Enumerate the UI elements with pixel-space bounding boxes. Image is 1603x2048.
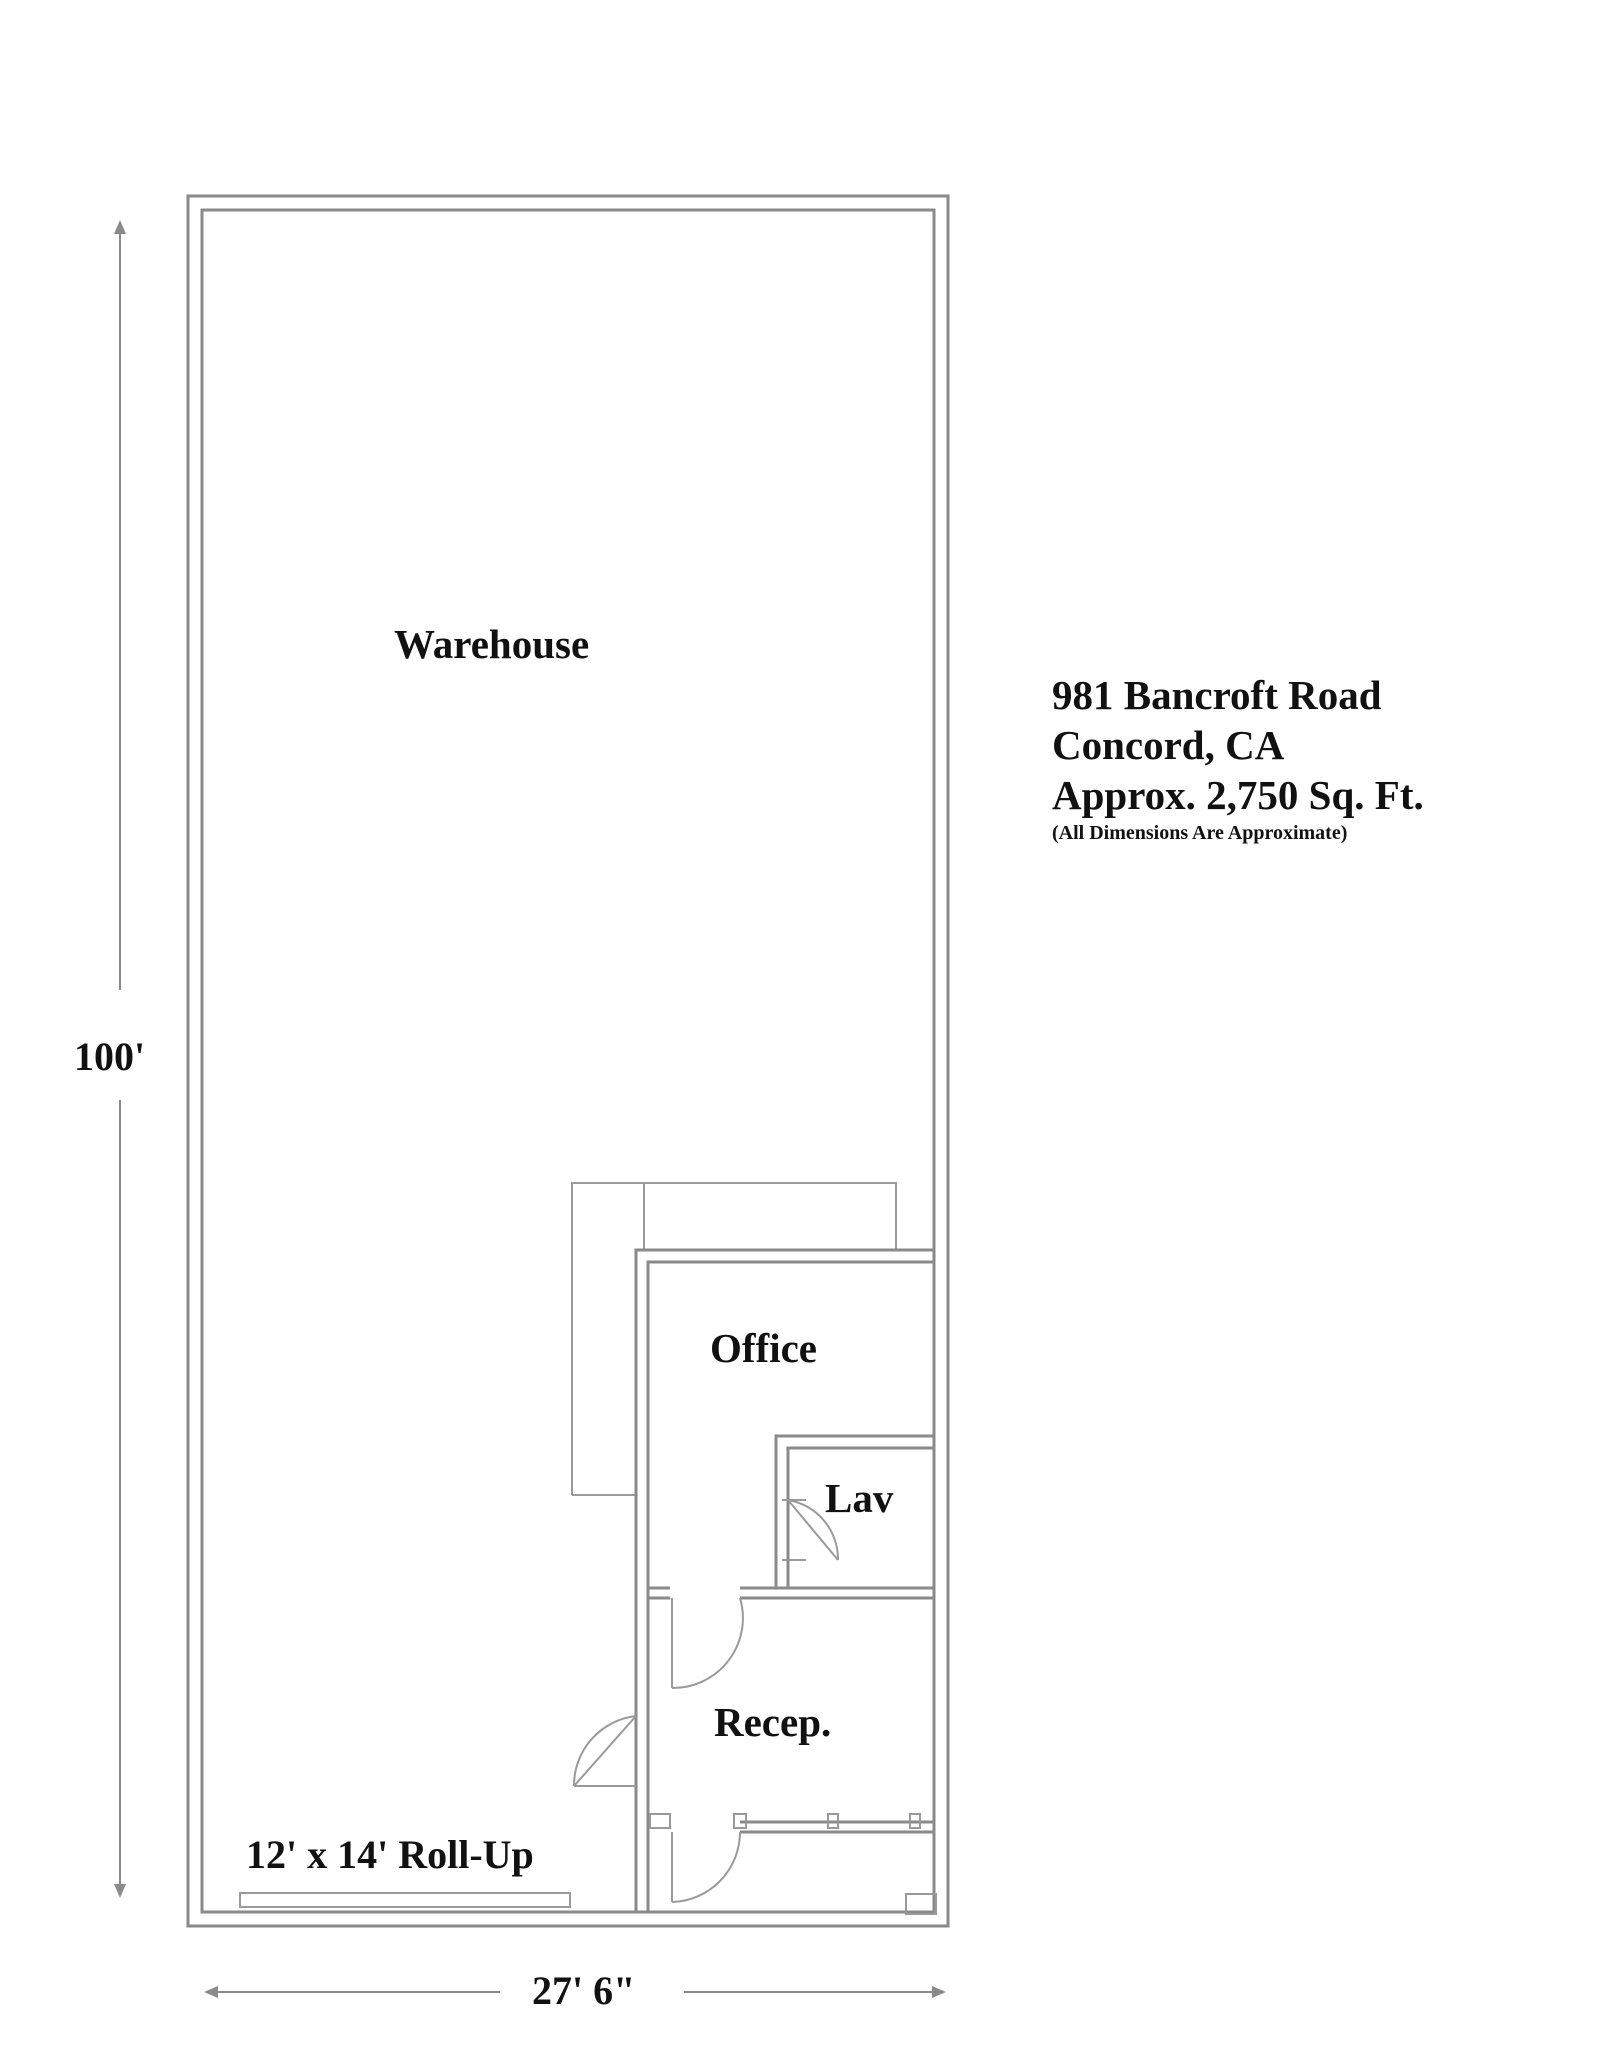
outer-wall <box>186 194 950 1928</box>
width-dimension-line <box>204 1986 946 1998</box>
door-recep-side <box>572 1715 637 1787</box>
property-area: Approx. 2,750 Sq. Ft. <box>1052 772 1424 818</box>
dimensions-note: (All Dimensions Are Approximate) <box>1052 822 1348 844</box>
warehouse-label: Warehouse <box>394 621 589 667</box>
inner-wall <box>200 208 936 1914</box>
lav-label: Lav <box>825 1475 894 1521</box>
recep-label: Recep. <box>714 1699 831 1745</box>
property-address: 981 Bancroft Road <box>1052 672 1382 718</box>
rollup-door-label: 12' x 14' Roll-Up <box>246 1832 534 1877</box>
office-walls <box>634 1248 934 1912</box>
door-lav <box>787 1499 840 1561</box>
height-dimension-label: 100' <box>74 1034 145 1079</box>
property-city: Concord, CA <box>1052 722 1285 768</box>
rollup-door <box>239 1892 571 1908</box>
office-label: Office <box>710 1325 817 1371</box>
lav-walls <box>774 1434 934 1588</box>
height-dimension-line <box>114 220 126 1898</box>
door-entry <box>671 1831 741 1903</box>
width-dimension-label: 27' 6" <box>532 1968 635 2013</box>
recep-front-wall <box>649 1813 937 1915</box>
door-office <box>671 1597 744 1690</box>
storage-outline <box>571 1182 897 1496</box>
property-info: 981 Bancroft Road Concord, CA Approx. 2,… <box>1052 670 1424 846</box>
